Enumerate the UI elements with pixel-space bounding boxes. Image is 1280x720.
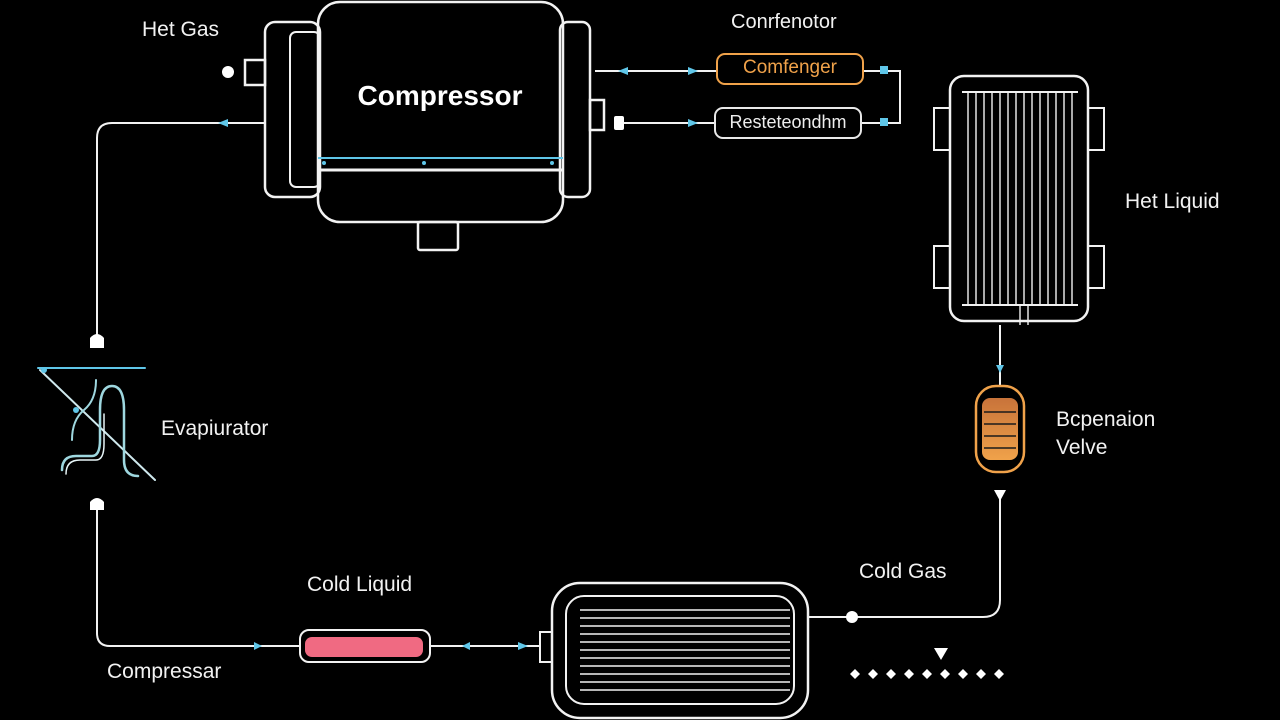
- compressor-unit: [243, 0, 606, 252]
- condenser-label: Comfenger: [743, 57, 837, 78]
- pipe-evaporator-to-compressor: [96, 122, 265, 335]
- flow-arrows: [218, 66, 1004, 650]
- expansion-valve-label-line1: Bcpenaion: [1056, 408, 1156, 431]
- condenser-label-box: Comfenger: [716, 53, 864, 85]
- compressor-ports: [222, 66, 624, 165]
- cold-liquid-receiver: [299, 629, 431, 663]
- cold-liquid-label: Cold Liquid: [307, 573, 413, 596]
- pipe-expansion-to-coldgas: [808, 490, 1001, 618]
- expansion-valve-label-line2: Velve: [1056, 436, 1108, 459]
- hot-liquid-label: Het Liquid: [1125, 190, 1220, 213]
- pipe-evap-to-coldliquid: [96, 505, 300, 647]
- dotted-indicator: [850, 669, 1004, 679]
- cold-gas-label: Cold Gas: [859, 560, 947, 583]
- hot-gas-label: Het Gas: [142, 18, 220, 41]
- bottom-heat-exchanger: [539, 581, 810, 720]
- resistor-label-box: Resteteondhm: [714, 107, 862, 139]
- resistor-label: Resteteondhm: [729, 112, 847, 132]
- evaporator-coil: [37, 367, 156, 481]
- pipe-end-markers: [90, 334, 1006, 660]
- compressar-bottom-label: Compressar: [107, 660, 222, 683]
- compressor-title: Compressor: [357, 80, 523, 111]
- evaporator-label: Evapiurator: [161, 417, 269, 440]
- pipe-condenser-loop: [862, 70, 901, 124]
- condensor-heading: Conrfenotor: [731, 11, 837, 33]
- condenser-coil: [933, 74, 1105, 325]
- expansion-valve: [974, 384, 1026, 474]
